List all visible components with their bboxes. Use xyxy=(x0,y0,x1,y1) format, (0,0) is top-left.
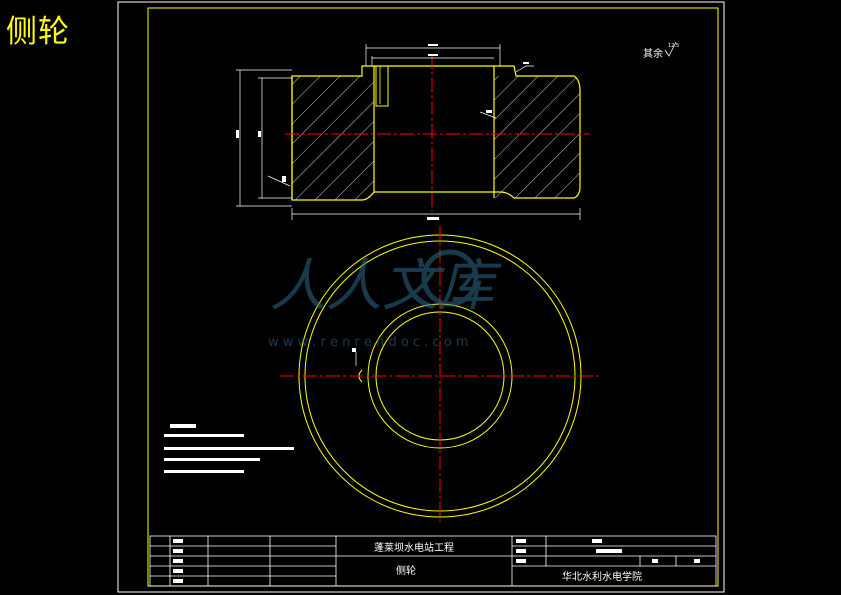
project-name: 蓬莱坝水电站工程 xyxy=(374,541,454,554)
right-hatch-region xyxy=(494,76,580,198)
outer-frame xyxy=(117,1,725,593)
part-name: 侧轮 xyxy=(396,564,416,577)
dimensions xyxy=(236,44,581,220)
left-hatch-region xyxy=(292,76,374,200)
watermark: 人人文库 w w w . r e n r e n d o c . c o m xyxy=(268,249,502,350)
section-outline xyxy=(291,65,581,201)
school-name: 华北水利水电学院 xyxy=(562,570,642,583)
roughness-symbol: 其余 12.5 xyxy=(643,41,679,60)
roughness-note-label: 其余 xyxy=(643,47,663,60)
watermark-text: 人人文库 xyxy=(270,254,502,319)
watermark-url: w w w . r e n r e n d o c . c o m xyxy=(268,335,469,350)
title-block-small-labels xyxy=(173,539,700,583)
title-block xyxy=(149,535,717,587)
page-title: 侧轮 xyxy=(6,14,70,50)
keyway-slot xyxy=(375,65,389,107)
roughness-value: 12.5 xyxy=(668,43,679,49)
technical-requirements xyxy=(164,424,294,473)
section-view xyxy=(236,44,590,220)
